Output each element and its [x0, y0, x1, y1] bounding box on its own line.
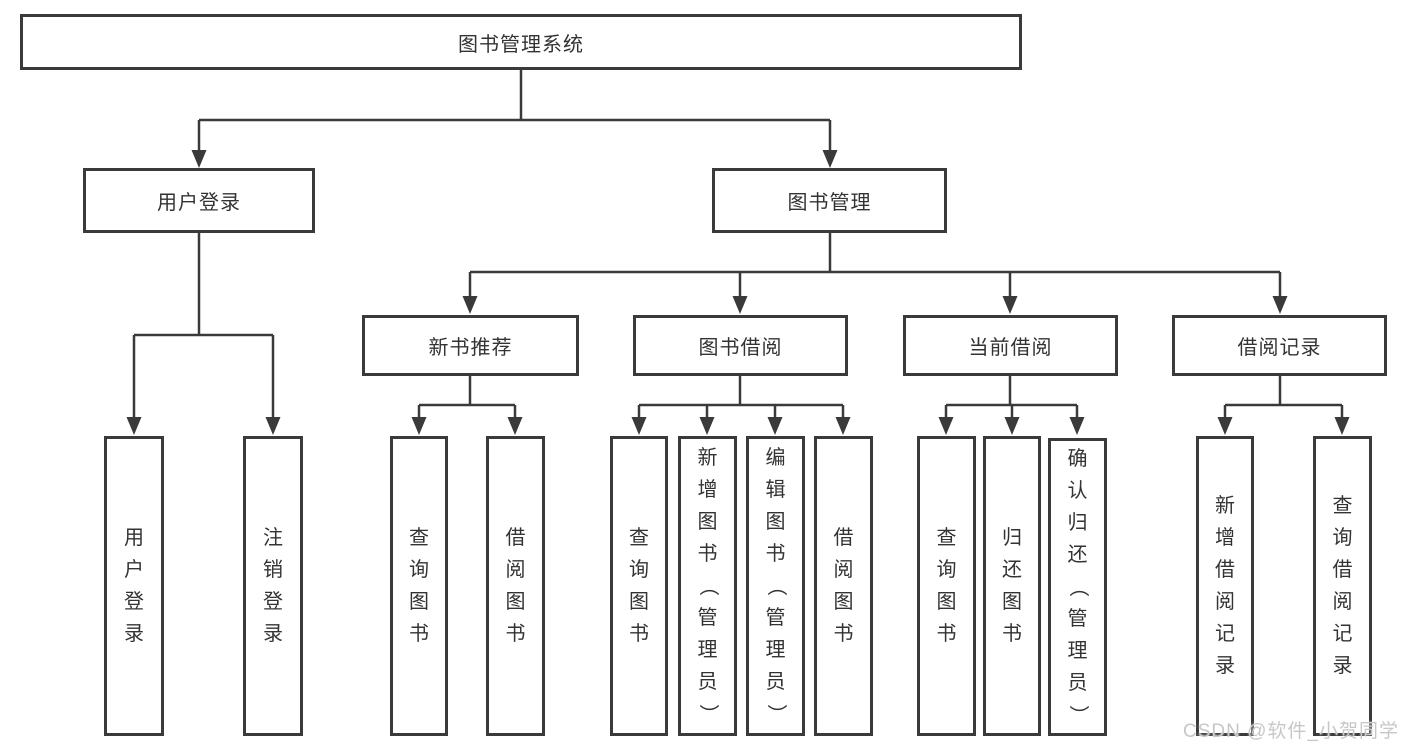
leaf-recommend-query-books-label: 查询图书 — [409, 527, 429, 645]
node-book-management: 图书管理 — [712, 168, 947, 233]
leaf-current-confirm-return-admin: 确认归还（管理员） — [1048, 438, 1107, 736]
leaf-records-add-record-label: 新增借阅记录 — [1215, 495, 1235, 677]
leaf-records-query-record-label: 查询借阅记录 — [1332, 495, 1353, 677]
leaf-borrow-borrow-books: 借阅图书 — [814, 436, 873, 736]
leaf-logout-label: 注销登录 — [263, 527, 283, 645]
leaf-borrow-query-books: 查询图书 — [610, 436, 668, 736]
node-new-book-recommend: 新书推荐 — [362, 315, 579, 376]
leaf-user-login-label: 用户登录 — [124, 527, 144, 645]
leaf-recommend-borrow-books: 借阅图书 — [486, 436, 545, 736]
leaf-borrow-borrow-books-label: 借阅图书 — [833, 527, 854, 645]
leaf-user-login: 用户登录 — [104, 436, 164, 736]
leaf-records-query-record: 查询借阅记录 — [1313, 436, 1372, 736]
leaf-borrow-edit-books-admin: 编辑图书（管理员） — [746, 436, 805, 736]
leaf-current-return-books-label: 归还图书 — [1002, 527, 1022, 645]
leaf-records-add-record: 新增借阅记录 — [1196, 436, 1254, 736]
leaf-current-query-books: 查询图书 — [917, 436, 976, 736]
leaf-current-confirm-return-admin-label: 确认归还（管理员） — [1066, 448, 1089, 725]
leaf-borrow-query-books-label: 查询图书 — [629, 527, 649, 645]
node-user-login: 用户登录 — [83, 168, 315, 233]
node-current-borrow: 当前借阅 — [903, 315, 1118, 376]
watermark: CSDN @软件_小贺同学 — [1183, 721, 1399, 742]
leaf-logout: 注销登录 — [243, 436, 303, 736]
leaf-recommend-borrow-books-label: 借阅图书 — [505, 527, 526, 645]
node-root: 图书管理系统 — [20, 14, 1022, 70]
node-borrow-records: 借阅记录 — [1172, 315, 1387, 376]
leaf-borrow-add-books-admin: 新增图书（管理员） — [678, 436, 737, 736]
node-book-borrow: 图书借阅 — [633, 315, 848, 376]
leaf-current-query-books-label: 查询图书 — [936, 527, 957, 645]
leaf-borrow-add-books-admin-label: 新增图书（管理员） — [696, 447, 719, 724]
leaf-borrow-edit-books-admin-label: 编辑图书（管理员） — [764, 447, 787, 724]
leaf-recommend-query-books: 查询图书 — [390, 436, 448, 736]
leaf-current-return-books: 归还图书 — [983, 436, 1041, 736]
